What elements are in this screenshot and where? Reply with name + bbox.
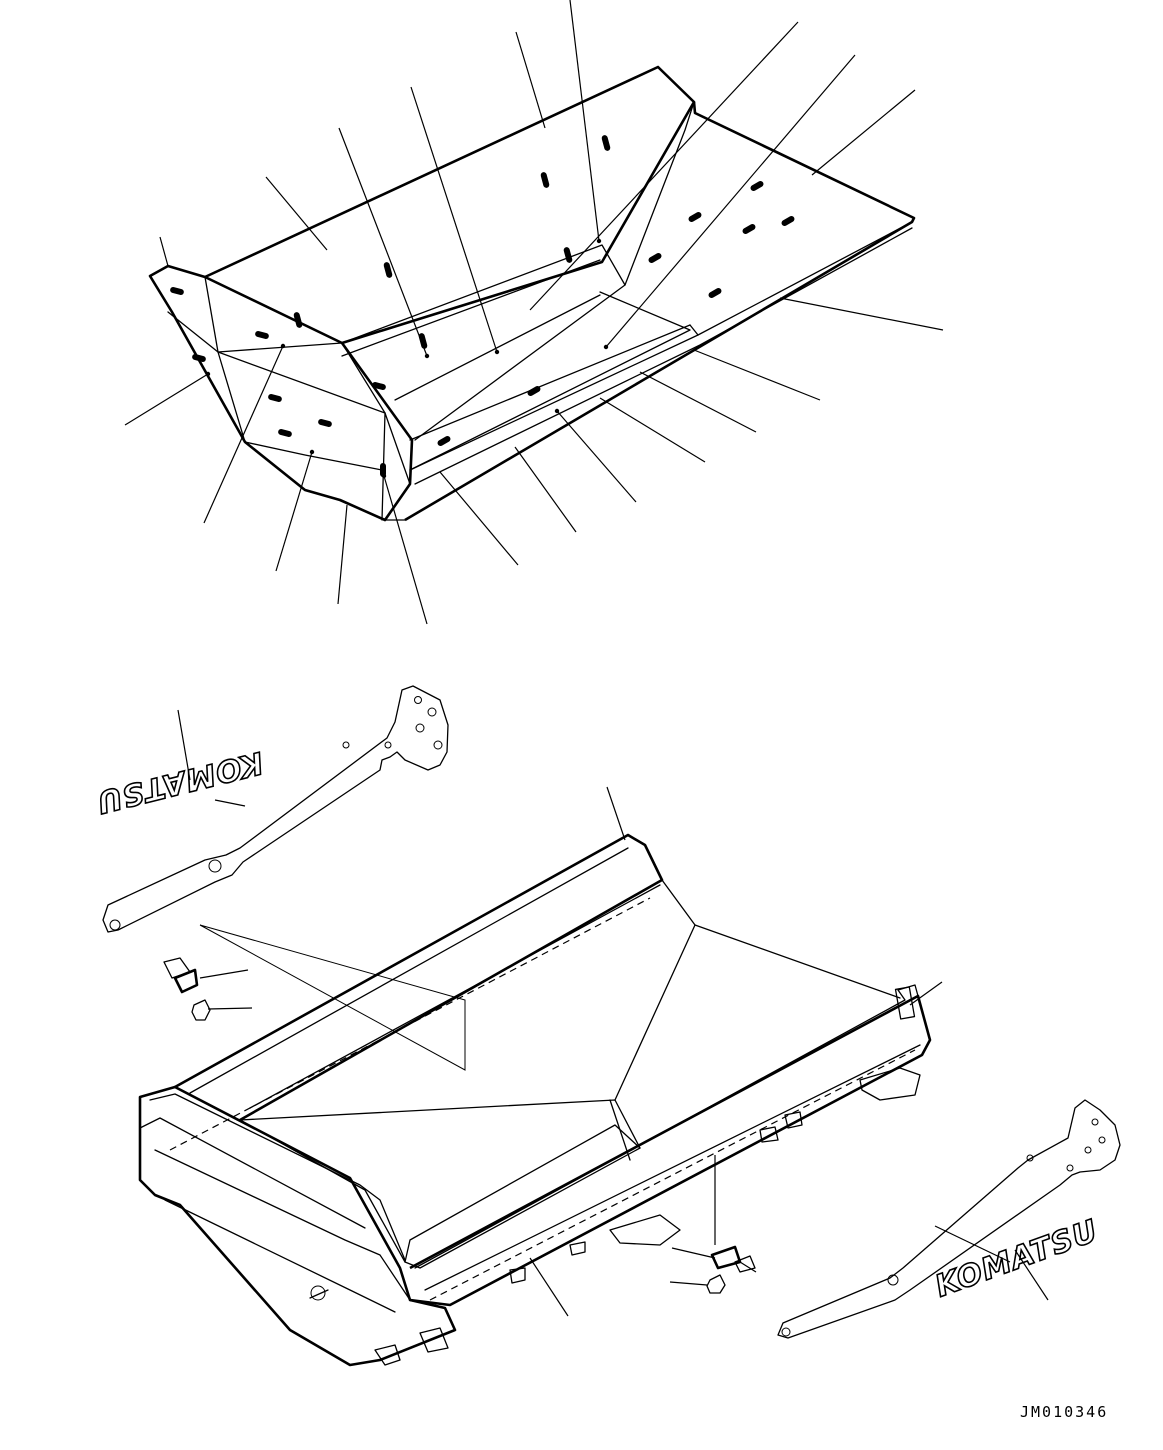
upper-leader-lines xyxy=(124,0,944,625)
lower-leader-lines xyxy=(529,786,943,1317)
brand-logo-left: KOMATSU xyxy=(93,744,267,819)
drawing-code-label: JM010346 xyxy=(1020,1403,1108,1421)
left-decal-strip: KOMATSU xyxy=(92,685,449,933)
right-decal-strip: KOMATSU xyxy=(777,1099,1121,1339)
liner-plate-assembly xyxy=(148,65,916,522)
brand-logo-right: KOMATSU xyxy=(931,1213,1103,1304)
dump-body xyxy=(138,833,932,1367)
clip-and-nut-left xyxy=(163,924,466,1071)
clip-and-nut-right xyxy=(669,1245,757,1294)
